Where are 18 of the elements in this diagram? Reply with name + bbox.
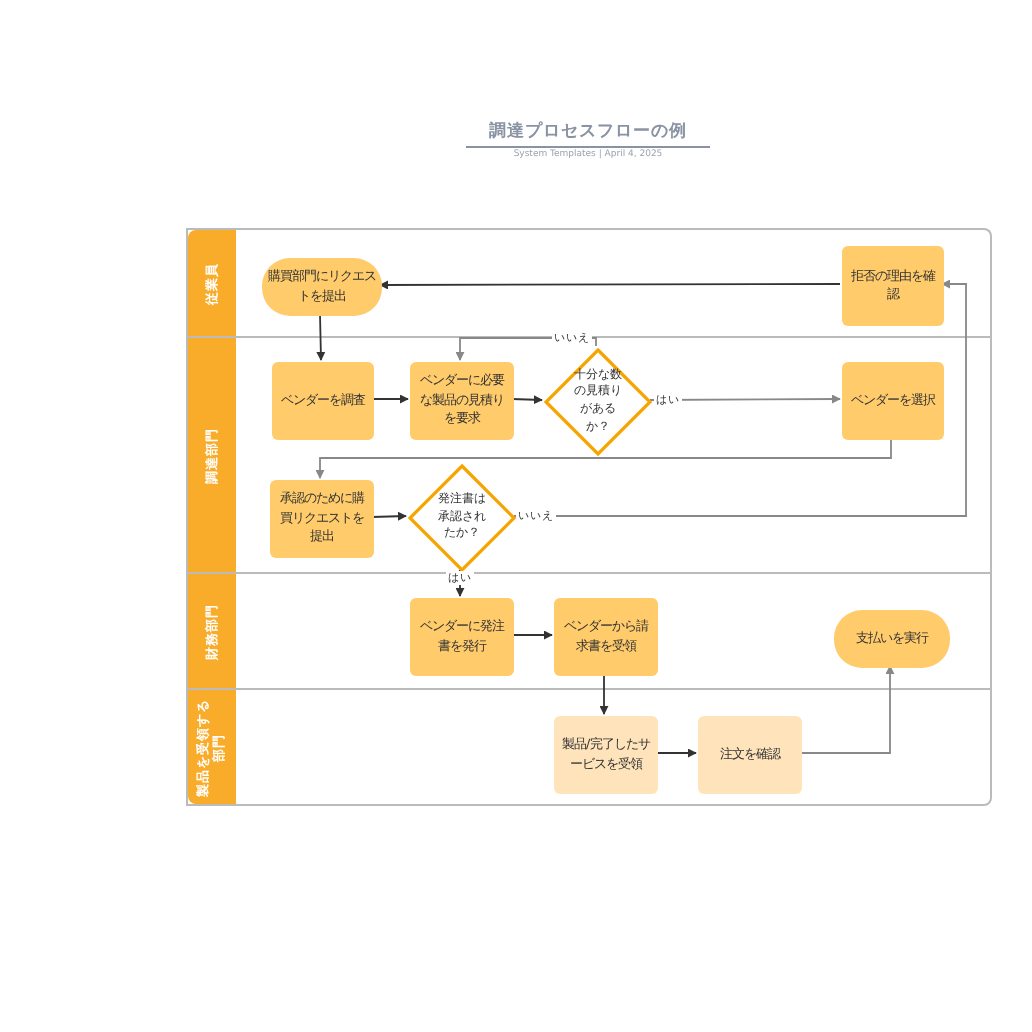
arrow [511, 630, 553, 640]
title: 調達プロセスフローの例 [466, 120, 710, 148]
arrow [799, 665, 895, 754]
arrow [371, 511, 407, 521]
arrow [455, 569, 465, 597]
swimlane [186, 688, 992, 806]
swimlane [186, 336, 992, 572]
arrow [316, 313, 326, 361]
swimlane [186, 228, 992, 336]
arrow [315, 437, 892, 479]
arrow [513, 279, 967, 517]
arrow [655, 748, 697, 758]
arrow [649, 394, 841, 404]
arrow [599, 673, 609, 715]
arrow [455, 337, 597, 361]
arrow [371, 394, 409, 404]
arrow [379, 280, 841, 290]
arrow [511, 395, 543, 405]
